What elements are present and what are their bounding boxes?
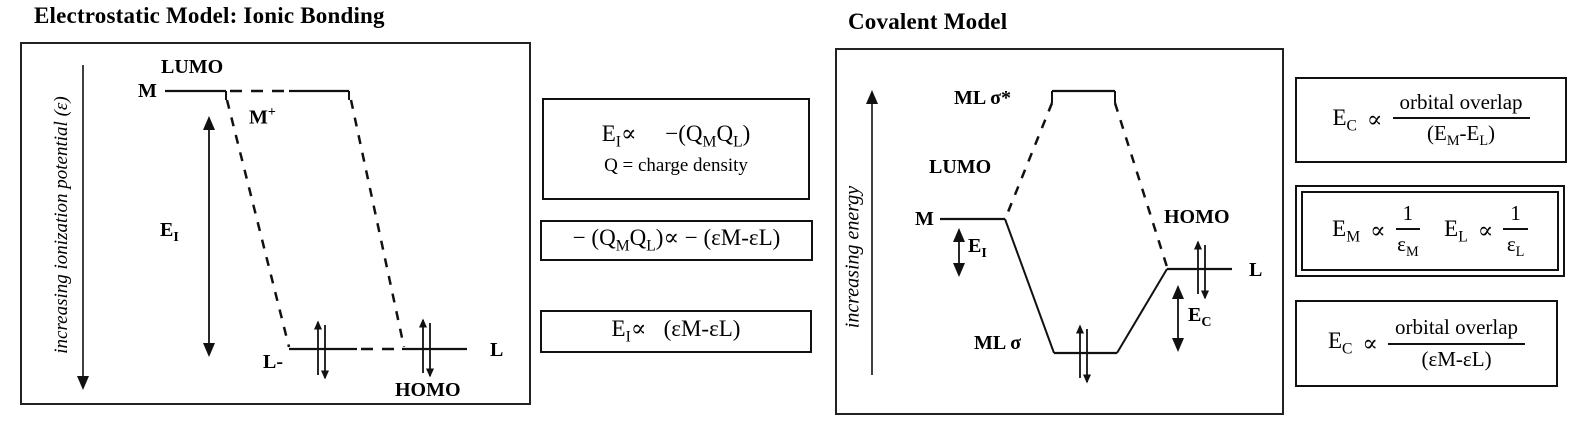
- equation-line: EI∝ −(QMQL): [601, 121, 751, 151]
- electron-pair-icon: [1076, 324, 1091, 384]
- covalent-ec-label: EC: [1188, 304, 1212, 330]
- electron-pair-icon: [419, 318, 434, 378]
- bonding-correlation-lines: [1004, 218, 1168, 354]
- ionic-title: Electrostatic Model: Ionic Bonding: [34, 3, 385, 28]
- covalent-sigma-star-label: ML σ*: [954, 87, 1011, 109]
- covalent-eq-overlap-energy-box: EC ∝ orbital overlap (EM-EL): [1295, 77, 1567, 163]
- covalent-panel: increasing energy ML σ* LUMO M EI HOMO L…: [835, 48, 1284, 415]
- fraction: 1 εM: [1395, 201, 1421, 262]
- fraction-numerator: 1: [1503, 201, 1528, 230]
- fraction: 1 εL: [1503, 201, 1528, 262]
- fraction-denominator: εL: [1506, 231, 1525, 261]
- ionization-correlation-dashes: [225, 99, 406, 348]
- antibonding-correlation-dashes: [1004, 102, 1169, 268]
- ionic-homo-label: HOMO: [395, 379, 461, 401]
- ionic-eq-proportionality-box: − (QMQL)∝ − (εM-εL): [540, 220, 813, 261]
- fraction: orbital overlap (EM-EL): [1392, 90, 1530, 151]
- ionic-eq-energy-box: EI∝ (εM-εL): [540, 310, 812, 353]
- covalent-diagram: [866, 89, 1232, 384]
- equation-lhs: EC: [1327, 328, 1353, 358]
- covalent-axis-label: increasing energy: [841, 185, 864, 329]
- equation-lhs: EL: [1444, 215, 1468, 246]
- proportional-symbol: ∝: [1362, 330, 1378, 356]
- sigma-star-level-line: [1051, 89, 1116, 103]
- covalent-m-label: M: [915, 208, 934, 230]
- fraction-denominator: εM: [1397, 231, 1419, 261]
- equation-lhs: EM: [1332, 215, 1361, 246]
- proportional-symbol: ∝: [1370, 218, 1386, 243]
- covalent-title: Covalent Model: [848, 9, 1008, 34]
- fraction-numerator: orbital overlap: [1392, 90, 1530, 119]
- ionic-m-label: M: [138, 80, 157, 102]
- ionic-panel: increasing ionization potential (ε) LUMO…: [20, 42, 531, 405]
- covalent-eq-ionization-box: EM ∝ 1 εM EL ∝ 1 εL: [1295, 185, 1565, 277]
- ionic-l-minus-label: L-: [263, 351, 283, 373]
- proportional-symbol: ∝: [1477, 218, 1494, 243]
- equation-line: EI∝ (εM-εL): [611, 316, 741, 346]
- equation-note: Q = charge density: [604, 154, 748, 176]
- electron-pair-icon: [1194, 240, 1209, 300]
- ionic-eq-charge-product-box: EI∝ −(QMQL) Q = charge density: [542, 98, 810, 200]
- ionic-ei-label: EI: [160, 219, 179, 245]
- fraction-denominator: (EM-EL): [1426, 120, 1496, 150]
- electron-pair-icon: [314, 320, 329, 380]
- covalent-eq-overlap-epsilon-box: EC ∝ orbital overlap (εM-εL): [1295, 300, 1558, 387]
- covalent-l-label: L: [1249, 259, 1263, 281]
- equation-line: − (QMQL)∝ − (εM-εL): [572, 225, 781, 255]
- ionic-l-label: L: [490, 339, 504, 361]
- equation-lhs: EC: [1332, 104, 1357, 135]
- fraction-denominator: (εM-εL): [1421, 346, 1492, 371]
- covalent-ei-label: EI: [968, 235, 987, 261]
- m-level-line: [165, 89, 350, 100]
- fraction-numerator: 1: [1395, 201, 1421, 230]
- ionic-lumo-label: LUMO: [161, 56, 224, 78]
- covalent-ml-sigma-label: ML σ: [974, 332, 1021, 354]
- ionic-diagram: [77, 65, 467, 390]
- proportional-symbol: ∝: [1366, 107, 1383, 132]
- ionic-m-plus-label: M+: [249, 105, 276, 129]
- covalent-homo-label: HOMO: [1164, 206, 1230, 228]
- equation-group: EM ∝ 1 εM: [1332, 201, 1421, 262]
- fraction: orbital overlap (εM-εL): [1388, 315, 1526, 371]
- covalent-lumo-label: LUMO: [929, 156, 992, 178]
- fraction-numerator: orbital overlap: [1388, 315, 1526, 345]
- ionic-axis-label: increasing ionization potential (ε): [51, 96, 72, 354]
- equation-group: EL ∝ 1 εL: [1444, 201, 1528, 262]
